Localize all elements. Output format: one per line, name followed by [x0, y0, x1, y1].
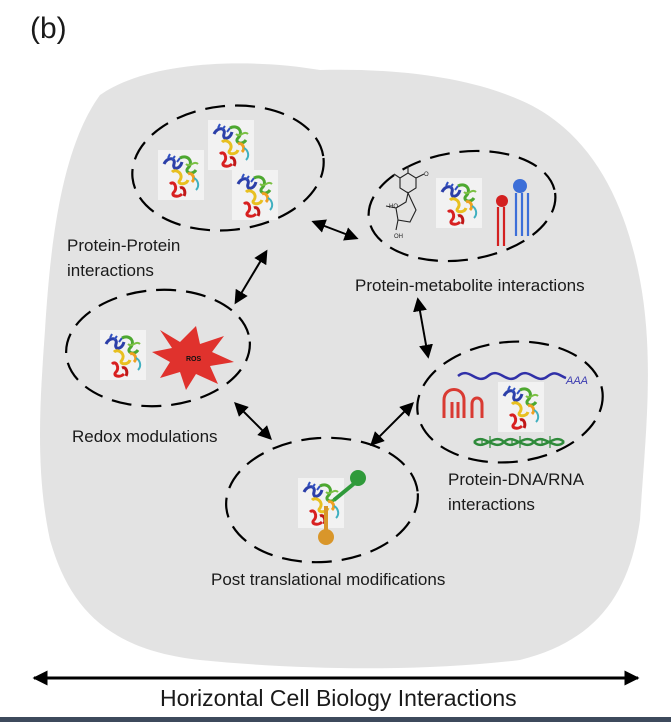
lipid-icon: [496, 179, 530, 246]
protein-icon: [434, 176, 484, 230]
arrow-redox-ptm: [234, 402, 272, 440]
protein-icon: [296, 476, 346, 530]
mrna-icon: [457, 371, 567, 381]
arrow-protein-protein-redox: [234, 249, 268, 305]
protein-protein-label-line2: interactions: [67, 261, 154, 280]
panel-label: (b): [30, 12, 67, 45]
ros-icon: ROS: [152, 326, 234, 390]
arrow-ptm-dna-rna: [370, 402, 414, 446]
protein-icon: [496, 380, 546, 434]
bottom-border: [0, 717, 671, 722]
protein-icon: [156, 148, 206, 202]
protein-dna-rna-label-line2: interactions: [448, 495, 535, 514]
dna-icon: [473, 436, 565, 448]
node-protein-dna-rna: AAA: [416, 340, 604, 464]
protein-metabolite-label: Protein-metabolite interactions: [355, 276, 585, 295]
redox-label: Redox modulations: [72, 427, 218, 446]
node-redox: ROS: [65, 288, 251, 408]
protein-protein-label-line1: Protein-Protein: [67, 236, 180, 255]
cell-body: [40, 63, 648, 669]
node-boundary: [131, 104, 325, 232]
metabolite-icon: HO OH O: [385, 166, 429, 240]
ptm-label: Post translational modifications: [211, 570, 445, 589]
node-protein-protein: [131, 104, 325, 232]
protein-icon: [98, 328, 148, 382]
arrow-protein-protein-metabolite: [311, 219, 359, 241]
svg-text:HO: HO: [389, 204, 398, 210]
arrow-metabolite-dna-rna: [413, 297, 433, 359]
protein-dna-rna-label-line1: Protein-DNA/RNA: [448, 470, 585, 489]
ros-label: ROS: [186, 356, 202, 363]
node-ptm: [225, 436, 419, 564]
svg-text:OH: OH: [394, 234, 403, 240]
polyA-label: AAA: [565, 375, 588, 387]
node-boundary: [416, 340, 604, 464]
ptm-icon: [318, 470, 366, 545]
node-boundary: [65, 288, 251, 408]
svg-text:O: O: [424, 172, 429, 178]
node-protein-metabolite: HO OH O: [367, 149, 557, 263]
node-boundary: [225, 436, 419, 564]
figure-caption: Horizontal Cell Biology Interactions: [160, 685, 517, 711]
node-boundary: [367, 149, 557, 263]
protein-icon: [206, 118, 256, 172]
rna-hairpin-icon: [442, 388, 484, 418]
protein-icon: [230, 168, 280, 222]
